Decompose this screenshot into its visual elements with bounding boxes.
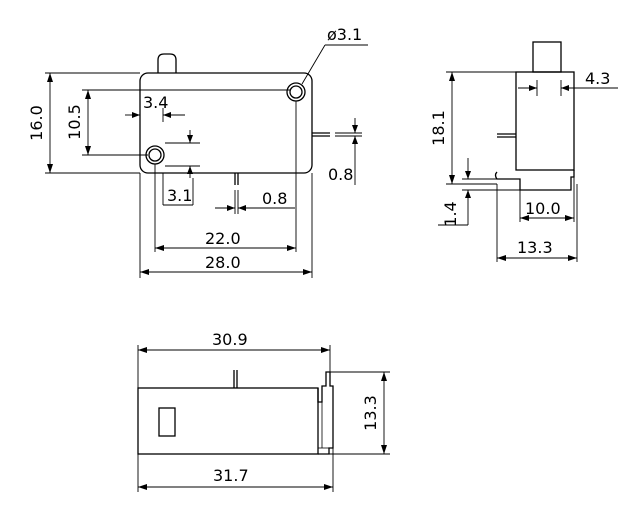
dim-body-length-30-9: 30.9 xyxy=(212,330,248,349)
dim-overall-width-28: 28.0 xyxy=(205,253,241,272)
side-base-flange xyxy=(494,170,575,191)
dim-hole-diameter: ø3.1 xyxy=(327,25,362,44)
side-body xyxy=(515,71,575,171)
dim-terminal-0-8-bottom: 0.8 xyxy=(262,189,287,208)
bottom-view: 30.9 31.7 13.3 xyxy=(137,330,390,492)
bottom-window xyxy=(158,407,176,437)
dim-base-width-10: 10.0 xyxy=(525,199,561,218)
side-view: 4.3 18.1 1.4 10.0 13.3 xyxy=(429,41,618,262)
dim-overall-length-31-7: 31.7 xyxy=(213,466,249,485)
dim-hole-vertical-10-5: 10.5 xyxy=(65,104,84,140)
side-actuator xyxy=(532,41,562,73)
dim-hole-spacing-22: 22.0 xyxy=(205,229,241,248)
dim-side-depth-13-3: 13.3 xyxy=(517,238,553,257)
dim-terminal-0-8-right: 0.8 xyxy=(328,165,353,184)
front-view: ø3.1 16.0 10.5 3.4 3.1 xyxy=(27,25,368,278)
dim-side-height-18-1: 18.1 xyxy=(429,110,448,146)
dim-hole-offset-3-4: 3.4 xyxy=(143,93,168,112)
front-plunger xyxy=(157,53,177,73)
dim-bottom-height-13-3: 13.3 xyxy=(361,395,380,431)
dim-hole-offset-3-1: 3.1 xyxy=(167,186,192,205)
front-body xyxy=(139,72,313,174)
dim-actuator-width-4-3: 4.3 xyxy=(585,69,610,88)
dim-base-flange-1-4: 1.4 xyxy=(441,201,460,226)
bottom-terminal-right xyxy=(317,371,334,455)
front-hole-bottom-left-inner xyxy=(148,148,162,162)
front-hole-top-right-inner xyxy=(289,85,303,99)
bottom-body xyxy=(137,387,319,455)
dim-height-16: 16.0 xyxy=(27,105,46,141)
